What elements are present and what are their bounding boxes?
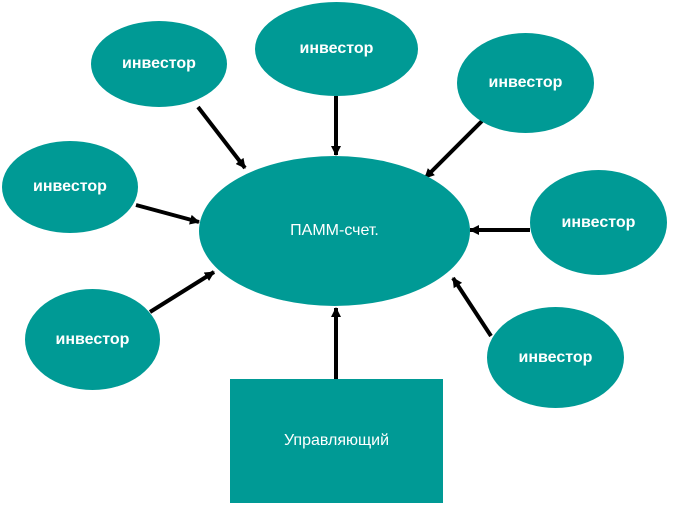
investor-node-1: инвестор	[91, 21, 227, 107]
investor-node-6: инвестор	[25, 289, 160, 390]
investor-label: инвестор	[518, 348, 593, 366]
manager-label: Управляющий	[283, 432, 390, 449]
investor-label: инвестор	[488, 74, 563, 91]
investor-label: инвестор	[122, 55, 196, 72]
arrow-investor-7	[451, 276, 493, 338]
investor-node-3: инвестор	[457, 33, 594, 133]
investor-label: инвестор	[299, 40, 374, 57]
investor-node-7: инвестор	[487, 307, 624, 408]
investor-node-5: инвестор	[530, 170, 667, 275]
arrow-investor-3	[423, 119, 484, 180]
investor-node-2: инвестор	[255, 2, 418, 96]
investor-label: инвестор	[561, 213, 636, 231]
arrow-investor-1	[196, 105, 247, 170]
pamm-account-label: ПАММ-счет.	[290, 222, 379, 239]
manager-node: Управляющий	[230, 379, 443, 503]
investor-label: инвестор	[55, 330, 130, 348]
arrow-investor-4	[135, 203, 200, 225]
arrow-investor-6	[148, 270, 216, 314]
investor-node-4: инвестор	[2, 141, 138, 233]
investor-label: инвестор	[33, 178, 107, 195]
pamm-account-node: ПАММ-счет.	[199, 156, 470, 306]
